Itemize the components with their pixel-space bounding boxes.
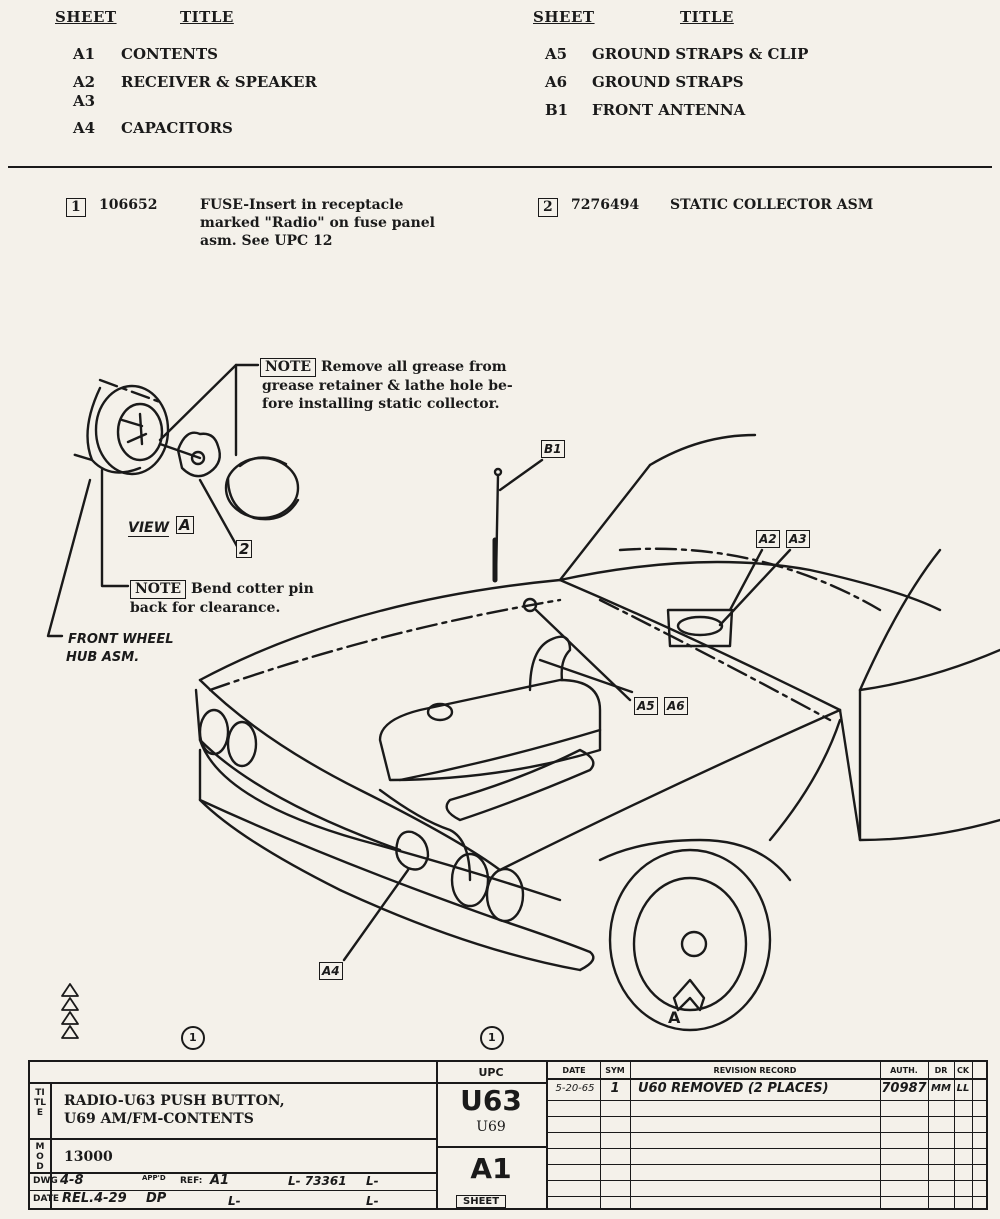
rev-header-dr: DR bbox=[934, 1066, 948, 1075]
hub-label-line1: FRONT WHEEL bbox=[68, 632, 174, 647]
revision-circle-left bbox=[181, 1026, 205, 1050]
rev-row-sym: 1 bbox=[610, 1081, 620, 1096]
a4-box: A4 bbox=[319, 962, 343, 980]
index-row-a2-title: RECEIVER & SPEAKER bbox=[121, 73, 317, 91]
car-body-drawing bbox=[194, 433, 1000, 1032]
part-1-desc-line1: FUSE-Insert in receptacle bbox=[200, 197, 404, 213]
index-row-a4-sheet: A4 bbox=[73, 119, 96, 137]
a3-box: A3 bbox=[786, 530, 810, 548]
note-grease-line1: Remove all grease from bbox=[320, 359, 507, 375]
index-row-a5-title: GROUND STRAPS & CLIP bbox=[592, 45, 809, 63]
note-cotter-line1: Bend cotter pin bbox=[190, 581, 314, 597]
antenna-drawing bbox=[492, 458, 544, 583]
hub-assembly-drawing bbox=[70, 378, 300, 521]
part-2-callout: 2 bbox=[538, 198, 558, 217]
rev-header-date: DATE bbox=[562, 1066, 586, 1075]
index-row-a6-sheet: A6 bbox=[545, 73, 568, 91]
upc-sub: U69 bbox=[476, 1119, 506, 1135]
index-row-a1-title: CONTENTS bbox=[121, 45, 219, 63]
rev-row-record: U60 REMOVED (2 PLACES) bbox=[638, 1081, 829, 1096]
index-row-a3-sheet: A3 bbox=[73, 92, 96, 110]
title-side-label: TITLE bbox=[34, 1088, 46, 1118]
revision-circle-right-text: 1 bbox=[488, 1031, 496, 1044]
a5-box: A5 bbox=[634, 697, 658, 715]
mod-value: 13000 bbox=[64, 1149, 113, 1165]
ref-value: A1 bbox=[210, 1173, 230, 1188]
index-row-a6-title: GROUND STRAPS bbox=[592, 73, 744, 91]
car-illustration bbox=[46, 363, 1000, 1050]
part-1-desc-line2: marked "Radio" on fuse panel bbox=[200, 215, 435, 231]
sheet-code: A1 bbox=[470, 1152, 512, 1185]
note-cotter: NOTE Bend cotter pin bbox=[130, 580, 314, 599]
l-item-3: L- bbox=[228, 1194, 241, 1208]
revision-circle-left-text: 1 bbox=[189, 1031, 197, 1044]
dwg-value: 4-8 bbox=[60, 1173, 84, 1188]
rev-header-sym: SYM bbox=[605, 1066, 625, 1075]
part-2-desc-line1: STATIC COLLECTOR ASM bbox=[670, 197, 874, 213]
index-title-header-right: TITLE bbox=[680, 8, 734, 26]
ref-label: REF: bbox=[180, 1176, 203, 1186]
rev-header-auth: AUTH. bbox=[890, 1066, 918, 1075]
part-1: 1 bbox=[66, 196, 86, 217]
date-value: REL.4-29 bbox=[62, 1191, 127, 1206]
rev-row-ck: LL bbox=[956, 1083, 970, 1094]
approved-label: APP'D bbox=[142, 1174, 166, 1182]
note-grease: NOTE Remove all grease from bbox=[260, 358, 507, 377]
rev-row-date: 5-20-65 bbox=[555, 1083, 595, 1094]
revision-triangles bbox=[61, 983, 79, 1039]
part-2-number: 7276494 bbox=[571, 197, 640, 213]
callout-2-box: 2 bbox=[236, 540, 253, 558]
view-ref-box: A bbox=[176, 516, 194, 534]
index-row-a1-sheet: A1 bbox=[73, 45, 96, 63]
part-1-callout: 1 bbox=[66, 198, 86, 217]
note-grease-line2: grease retainer & lathe hole be- bbox=[262, 378, 513, 394]
a2-box: A2 bbox=[756, 530, 780, 548]
section-divider bbox=[8, 166, 992, 168]
mod-side-label: MOD bbox=[35, 1142, 45, 1172]
note-grease-line3: fore installing static collector. bbox=[262, 396, 500, 412]
approved-value: DP bbox=[146, 1191, 167, 1206]
index-row-a4-title: CAPACITORS bbox=[121, 119, 233, 137]
index-row-a2-sheet: A2 bbox=[73, 73, 96, 91]
part-1-number: 106652 bbox=[99, 197, 158, 213]
hub-label-line2: HUB ASM. bbox=[66, 650, 140, 665]
l-item-1: L- 73361 bbox=[288, 1174, 347, 1188]
title-line-1: RADIO-U63 PUSH BUTTON, bbox=[64, 1093, 285, 1109]
rev-row-dr: MM bbox=[931, 1083, 951, 1094]
note-cotter-line2: back for clearance. bbox=[130, 600, 281, 616]
dwg-label: DWG bbox=[33, 1176, 58, 1186]
view-a-marker: A bbox=[668, 1008, 681, 1027]
note-cotter-tag: NOTE bbox=[130, 580, 187, 599]
sheet-label: SHEET bbox=[456, 1195, 507, 1208]
revision-circle-right bbox=[480, 1026, 504, 1050]
note-grease-tag: NOTE bbox=[260, 358, 317, 377]
a6-box: A6 bbox=[664, 697, 688, 715]
index-row-b1-title: FRONT ANTENNA bbox=[592, 101, 746, 119]
rev-header-record: REVISION RECORD bbox=[713, 1066, 797, 1075]
upc-label: UPC bbox=[478, 1066, 504, 1079]
index-sheet-header-right: SHEET bbox=[533, 8, 595, 26]
index-row-a5-sheet: A5 bbox=[545, 45, 568, 63]
index-row-b1-sheet: B1 bbox=[545, 101, 569, 119]
rev-header-ck: CK bbox=[956, 1066, 970, 1075]
date-label: DATE bbox=[33, 1194, 60, 1204]
rev-row-auth: 70987 bbox=[881, 1081, 927, 1096]
title-line-2: U69 AM/FM-CONTENTS bbox=[64, 1111, 254, 1127]
index-title-header-left: TITLE bbox=[180, 8, 234, 26]
b1-box: B1 bbox=[541, 440, 565, 458]
part-2: 2 bbox=[538, 196, 558, 217]
index-sheet-header-left: SHEET bbox=[55, 8, 117, 26]
revision-record: DATE SYM REVISION RECORD AUTH. DR CK 5-2… bbox=[548, 1062, 988, 1210]
l-item-4: L- bbox=[366, 1194, 379, 1208]
title-block: TITLE MOD RADIO-U63 PUSH BUTTON, U69 AM/… bbox=[28, 1060, 988, 1210]
view-label: VIEW bbox=[128, 520, 170, 537]
l-item-2: L- bbox=[366, 1174, 379, 1188]
part-1-desc-line3: asm. See UPC 12 bbox=[200, 233, 333, 249]
upc-main: U63 bbox=[460, 1084, 522, 1117]
